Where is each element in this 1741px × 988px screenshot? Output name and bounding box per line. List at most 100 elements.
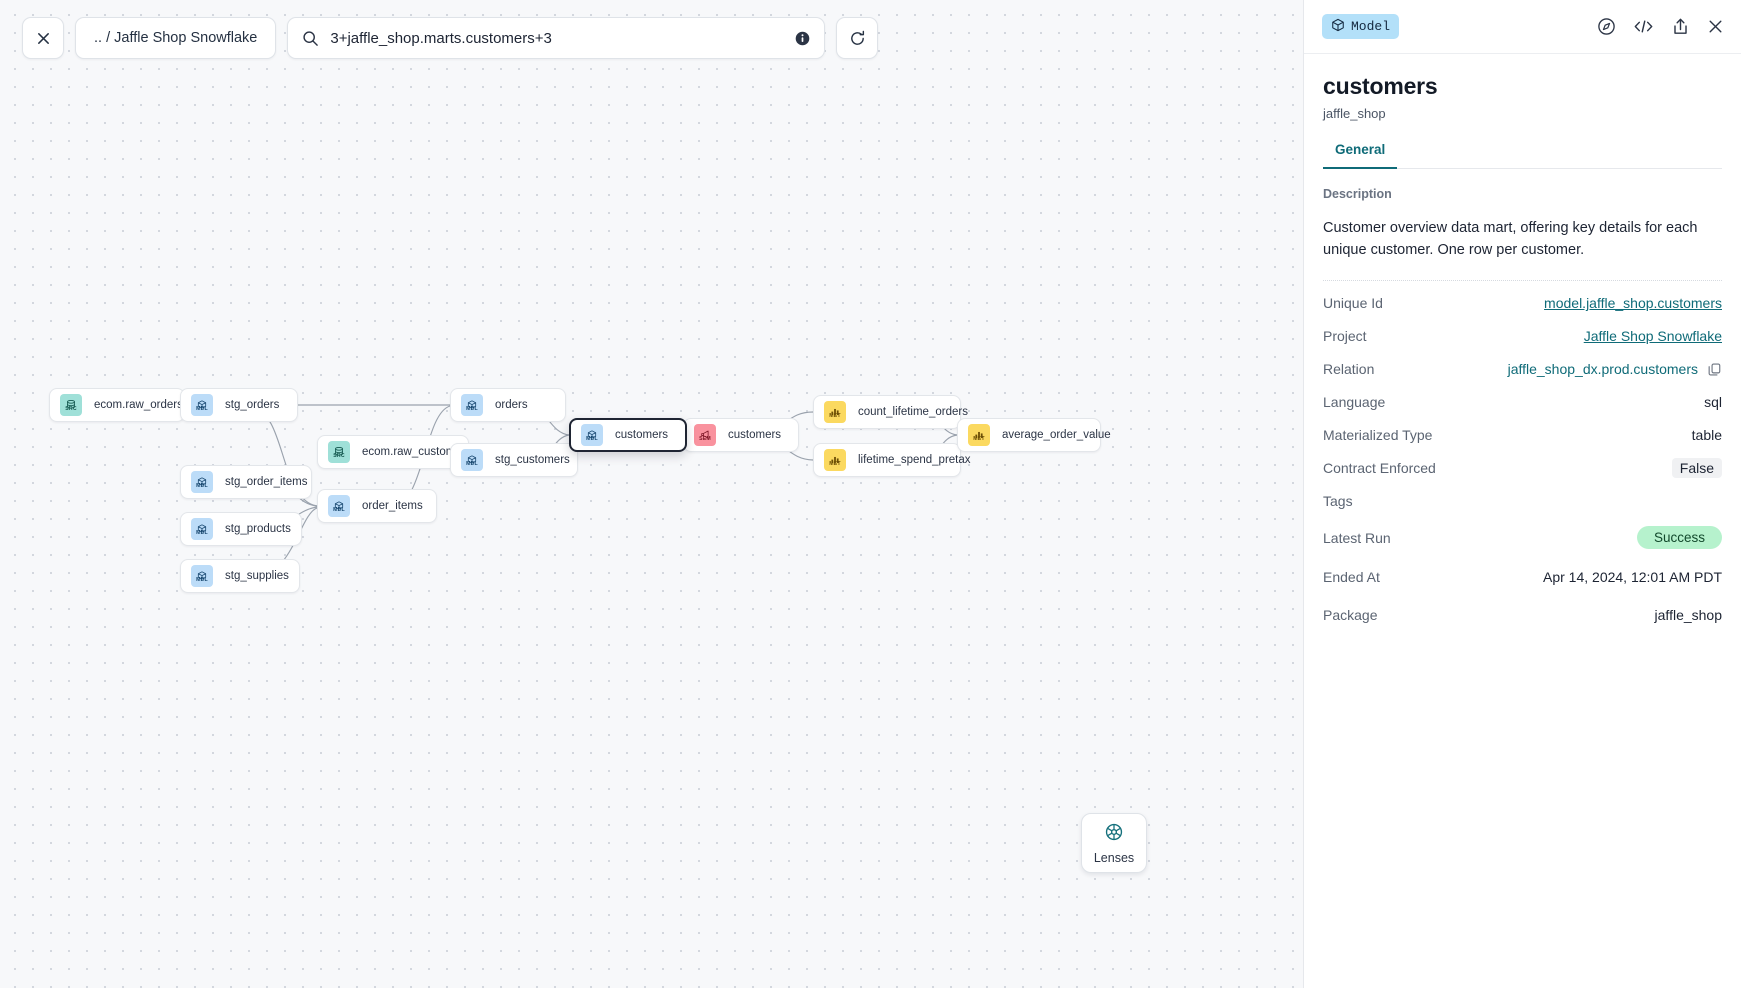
field-label: Contract Enforced [1323,460,1436,477]
field-label: Package [1323,606,1378,623]
node-label: stg_products [225,523,291,535]
lenses-button[interactable]: Lenses [1081,813,1147,873]
field-tags: Tags [1323,485,1722,518]
graph-node-average_order_value[interactable]: MET average_order_value [957,418,1111,452]
page-subtitle: jaffle_shop [1323,106,1386,121]
node-label: ecom.raw_orders [94,399,183,411]
field-ended-at: Ended At Apr 14, 2024, 12:01 AM PDT [1323,558,1722,596]
node-label: stg_supplies [225,570,289,582]
graph-node-customers_model[interactable]: MDL customers [569,418,687,452]
field-label: Ended At [1323,568,1380,585]
close-lineage-button[interactable] [22,17,64,59]
field-contract-enforced: Contract Enforced False [1323,452,1722,485]
search-input[interactable] [330,29,784,47]
node-type-chip-src-icon: SRC [60,394,82,416]
graph-node-stg_orders[interactable]: MDL stg_orders [180,388,298,422]
search-icon [302,30,319,47]
unique-id-link[interactable]: model.jaffle_shop.customers [1544,295,1722,312]
share-icon[interactable] [1671,17,1690,36]
lineage-canvas[interactable]: .. / Jaffle Shop Snowflake [0,0,1303,988]
field-label: Materialized Type [1323,427,1433,444]
field-value: False [1671,458,1722,479]
refresh-button[interactable] [836,17,879,59]
panel-header: customers jaffle_shop [1304,54,1741,121]
field-latest-run: Latest Run Success [1323,518,1722,558]
node-type-chip-mdl-icon: MDL [581,424,603,446]
field-value: jaffle_shop [1654,606,1722,623]
field-label: Language [1323,394,1386,411]
node-label: order_items [362,500,423,512]
divider [1323,279,1722,281]
copy-icon[interactable] [1707,362,1722,377]
panel-toolbar: Model [1304,0,1741,54]
node-type-chip-src-icon: SRC [328,441,350,463]
compass-icon[interactable] [1597,17,1616,36]
lineage-search[interactable] [287,17,826,59]
panel-content: Description Customer overview data mart,… [1304,169,1741,988]
node-type-chip-mdl-icon: MDL [191,518,213,540]
field-materialized-type: Materialized Type table [1323,419,1722,452]
node-label: average_order_value [1002,429,1111,441]
relation-link[interactable]: jaffle_shop_dx.prod.customers [1507,361,1698,378]
field-value: table [1691,427,1722,444]
refresh-icon [851,30,864,45]
field-value: model.jaffle_shop.customers [1544,295,1722,311]
canvas-toolbar: .. / Jaffle Shop Snowflake [22,17,879,59]
graph-node-stg_products[interactable]: MDL stg_products [180,512,302,546]
close-icon [37,32,49,44]
breadcrumb[interactable]: .. / Jaffle Shop Snowflake [75,17,277,59]
node-type-chip-met-icon: MET [824,401,846,423]
field-label: Unique Id [1323,295,1383,312]
field-language: Language sql [1323,386,1722,419]
page-title: customers [1323,73,1438,99]
node-type-chip-met-icon: MET [968,424,990,446]
field-label: Project [1323,328,1367,345]
field-value: jaffle_shop_dx.prod.customers [1508,361,1722,377]
field-label: Latest Run [1323,529,1391,546]
code-icon[interactable] [1633,17,1654,36]
field-label: Relation [1323,361,1375,378]
status-badge: Success [1636,526,1722,550]
project-link[interactable]: Jaffle Shop Snowflake [1583,328,1722,345]
field-project: Project Jaffle Shop Snowflake [1323,320,1722,353]
node-type-chip-met-icon: MET [824,449,846,471]
node-label: customers [615,429,669,441]
field-value: Jaffle Shop Snowflake [1584,328,1722,344]
field-package: Package jaffle_shop [1323,596,1722,634]
node-label: customers [728,429,782,441]
tab-general[interactable]: General [1323,142,1398,169]
contract-value-pill: False [1671,458,1722,479]
field-unique-id: Unique Id model.jaffle_shop.customers [1323,287,1722,320]
node-type-chip-mdl-icon: MDL [191,394,213,416]
details-panel: Model [1303,0,1741,988]
description-label: Description [1323,187,1392,201]
graph-node-stg_supplies[interactable]: MDL stg_supplies [180,559,300,593]
node-label: stg_order_items [225,476,308,488]
field-value: Apr 14, 2024, 12:01 AM PDT [1543,568,1722,585]
node-type-chip-mdl-icon: MDL [191,565,213,587]
node-label: stg_orders [225,399,280,411]
panel-tabs: General [1323,142,1722,169]
info-icon[interactable] [794,30,811,47]
graph-node-stg_customers[interactable]: MDL stg_customers [450,443,578,477]
resource-type-badge[interactable]: Model [1322,14,1400,39]
field-value: Success [1636,526,1722,550]
node-type-chip-mdl-icon: MDL [461,449,483,471]
lenses-label: Lenses [1093,850,1135,865]
graph-node-ecom_raw_orders[interactable]: SRC ecom.raw_orders [49,388,185,422]
breadcrumb-label: .. / Jaffle Shop Snowflake [94,30,258,46]
cube-icon [1331,18,1345,36]
field-label: Tags [1323,493,1353,510]
node-label: stg_customers [495,454,570,466]
field-relation: Relation jaffle_shop_dx.prod.customers [1323,353,1722,386]
close-panel-icon[interactable] [1707,18,1724,35]
node-type-chip-mdl-icon: MDL [461,394,483,416]
